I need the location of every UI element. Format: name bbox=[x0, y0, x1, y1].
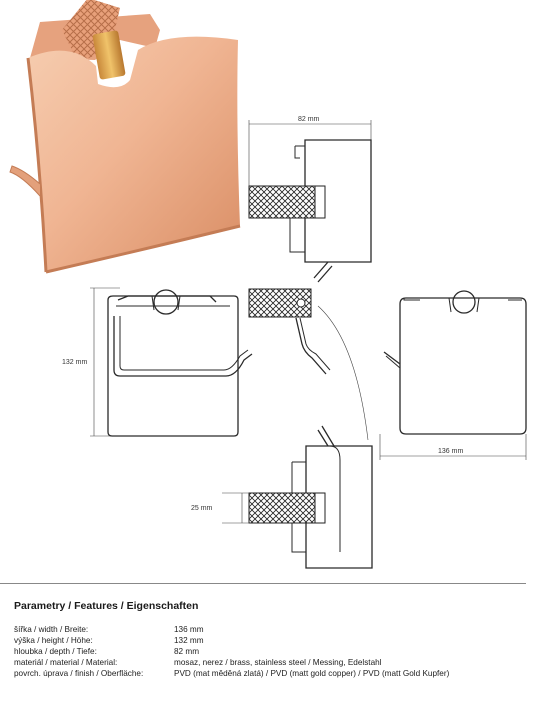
front-view: 132 mm bbox=[62, 287, 253, 437]
param-row-height: výška / height / Höhe: 132 mm bbox=[14, 635, 524, 646]
param-value: mosaz, nerez / brass, stainless steel / … bbox=[174, 658, 382, 667]
param-row-finish: povrch. úprava / finish / Oberfläche: PV… bbox=[14, 668, 524, 679]
parameters-title: Parametry / Features / Eigenschaften bbox=[14, 600, 199, 612]
parameters-section: Parametry / Features / Eigenschaften šíř… bbox=[14, 600, 524, 679]
side-view-top: 82 mm bbox=[248, 116, 372, 283]
dim-depth: 82 mm bbox=[298, 116, 320, 123]
section-divider bbox=[0, 583, 526, 584]
param-label: hloubka / depth / Tiefe: bbox=[14, 647, 97, 656]
param-row-material: materiál / material / Material: mosaz, n… bbox=[14, 657, 524, 668]
product-photo bbox=[9, 0, 241, 274]
param-label: povrch. úprava / finish / Oberfläche: bbox=[14, 669, 144, 678]
param-label: šířka / width / Breite: bbox=[14, 625, 89, 634]
exploded-view bbox=[248, 288, 369, 441]
param-label: materiál / material / Material: bbox=[14, 658, 118, 667]
dim-post: 25 mm bbox=[191, 505, 213, 512]
param-row-depth: hloubka / depth / Tiefe: 82 mm bbox=[14, 646, 524, 657]
param-row-width: šířka / width / Breite: 136 mm bbox=[14, 624, 524, 635]
dim-height: 132 mm bbox=[62, 359, 87, 366]
param-label: výška / height / Höhe: bbox=[14, 636, 93, 645]
param-value: PVD (mat měděná zlatá) / PVD (matt gold … bbox=[174, 669, 450, 678]
parameters-table: šířka / width / Breite: 136 mm výška / h… bbox=[14, 624, 524, 679]
param-value: 82 mm bbox=[174, 647, 200, 656]
dim-width: 136 mm bbox=[438, 448, 463, 455]
param-value: 132 mm bbox=[174, 636, 204, 645]
side-view-bottom: 25 mm bbox=[191, 425, 373, 569]
right-view: 136 mm bbox=[379, 290, 527, 460]
param-value: 136 mm bbox=[174, 625, 204, 634]
